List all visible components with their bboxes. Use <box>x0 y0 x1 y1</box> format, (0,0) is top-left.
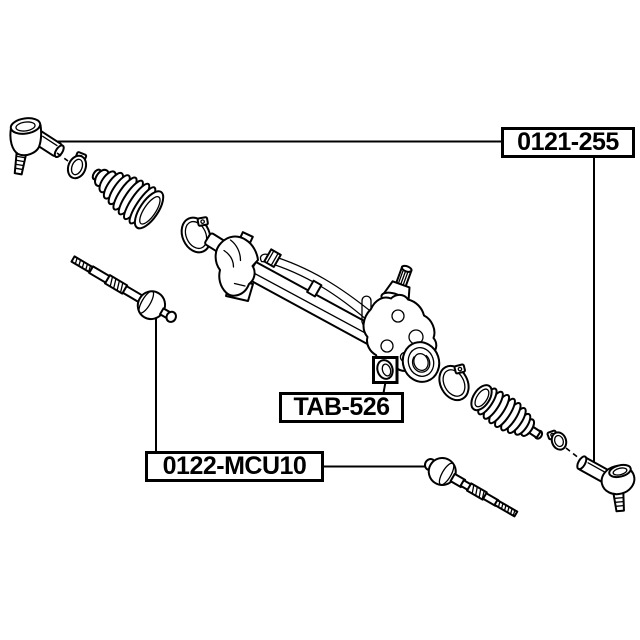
rack-bushing-highlight-icon <box>372 356 399 384</box>
steering-rack-assembly-icon <box>204 231 441 383</box>
outer-tie-rod-end-right-icon <box>576 455 636 513</box>
boot-clamp-left-icon <box>180 216 212 254</box>
leader-lines <box>38 140 595 468</box>
steering-rack-boot-left-icon <box>91 168 165 230</box>
steering-rack-boot-right-icon <box>470 384 544 440</box>
boot-clamp-right-small-icon <box>546 429 568 451</box>
assembly-dash-right <box>565 447 581 460</box>
boot-clamp-left-small-icon <box>66 151 88 180</box>
inner-tie-rod-left-icon <box>70 255 177 323</box>
assembly-dash-left <box>56 152 69 162</box>
boot-clamp-right-icon <box>438 363 470 402</box>
part-label-inner-axial-rod: 0122-MCU10 <box>145 451 324 482</box>
inner-tie-rod-bottom-icon <box>423 457 519 518</box>
part-label-outer-tie-rod-end: 0121-255 <box>501 127 635 158</box>
outer-tie-rod-end-left-icon <box>9 117 65 176</box>
part-label-steering-rack-bushing: TAB-526 <box>279 392 404 423</box>
